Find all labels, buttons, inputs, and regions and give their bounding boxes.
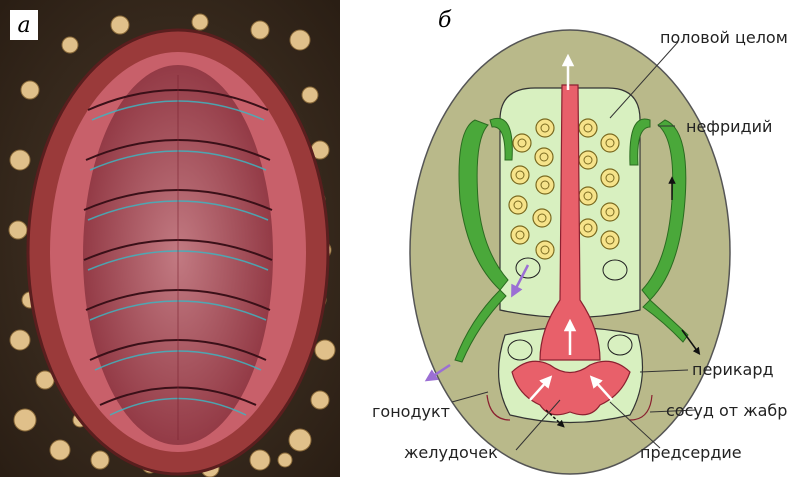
- label-nephridium: нефридий: [686, 117, 772, 136]
- shell-plates: [83, 65, 273, 445]
- label-ventricle: желудочек: [404, 443, 498, 462]
- label-genital-coelom: половой целом: [660, 28, 788, 47]
- label-atrium: предсердие: [640, 443, 742, 462]
- panel-a-label: а: [10, 10, 38, 40]
- panel-b-label: б: [438, 8, 451, 33]
- label-gill-vessel: сосуд от жабр: [666, 401, 787, 420]
- label-pericardium: перикард: [692, 360, 774, 379]
- label-gonoduct: гонодукт: [372, 402, 450, 421]
- chiton-photo: [0, 0, 340, 477]
